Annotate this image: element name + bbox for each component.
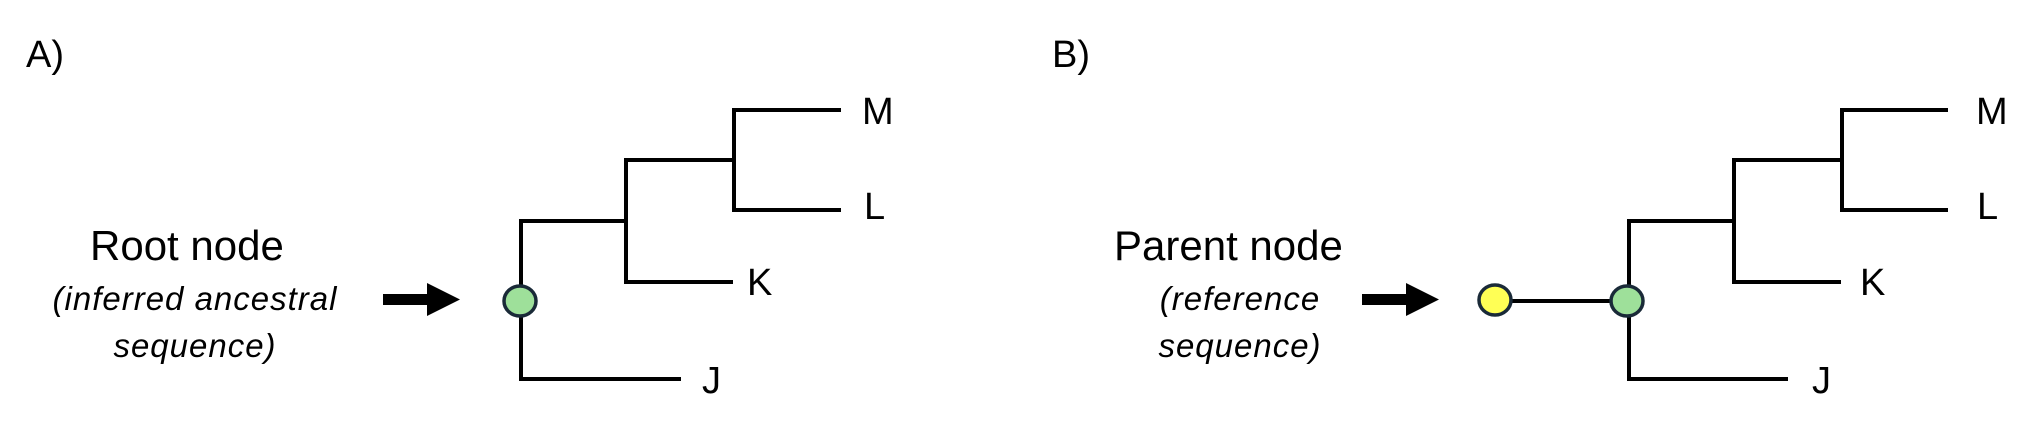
parent-node-subtitle-line2: sequence) <box>1158 327 1322 364</box>
phylogenetic-tree-a <box>519 108 841 381</box>
leaf-label-l-b: L <box>1977 186 1999 228</box>
branch-ml-b <box>1840 108 1948 212</box>
root-node-subtitle-line2: sequence) <box>113 327 277 364</box>
branch-ml-a <box>732 108 841 212</box>
leaf-label-m-b: M <box>1976 91 2008 133</box>
leaf-label-j-a: J <box>702 360 721 402</box>
parent-node-subtitle-line1: (reference <box>1159 280 1321 317</box>
parent-node-title: Parent node <box>1114 222 1343 269</box>
branch-k-b <box>1732 158 1841 284</box>
branch-k-a <box>624 158 733 284</box>
leaf-label-j-b: J <box>1812 360 1831 402</box>
parent-node-marker-b <box>1477 283 1513 317</box>
arrow-right-icon <box>1362 283 1439 316</box>
branch-root-a <box>519 219 681 381</box>
arrow-right-icon <box>383 283 460 316</box>
panel-a-label: A) <box>26 34 64 76</box>
root-node-marker-a <box>502 284 538 318</box>
phylogenetic-tree-b <box>1508 108 1948 381</box>
branch-root-b <box>1627 219 1788 381</box>
root-node-subtitle-line1: (inferred ancestral <box>52 280 338 317</box>
leaf-label-k-a: K <box>747 262 773 304</box>
panel-b-label: B) <box>1052 34 1090 76</box>
leaf-label-m-a: M <box>862 91 894 133</box>
leaf-label-l-a: L <box>864 186 886 228</box>
root-node-marker-b <box>1609 284 1645 318</box>
leaf-label-k-b: K <box>1860 262 1886 304</box>
root-node-title: Root node <box>90 222 284 269</box>
